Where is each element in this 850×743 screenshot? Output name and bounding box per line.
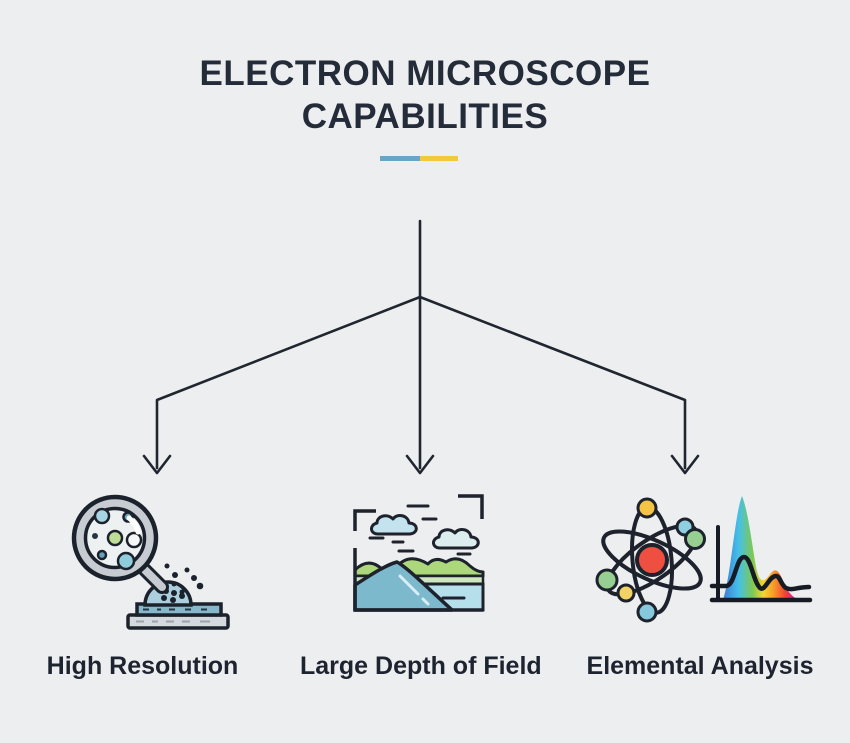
page-title-line1: ELECTRON MICROSCOPE xyxy=(199,54,651,93)
title-divider xyxy=(380,156,458,161)
arrow-left-head xyxy=(142,454,172,475)
particle-dots xyxy=(164,563,204,595)
arrow-center-head xyxy=(405,454,435,475)
page-title: ELECTRON MICROSCOPE CAPABILITIES xyxy=(0,52,850,138)
landscape-photo-icon xyxy=(353,494,485,612)
lens-highlight xyxy=(126,515,141,535)
arrow-left-line xyxy=(155,295,422,470)
magnifier-specimen-icon xyxy=(71,494,230,630)
arrow-right-head xyxy=(670,454,700,475)
atom-spectrum-icon xyxy=(595,496,813,623)
cloud-left xyxy=(370,514,418,536)
spectrum-curve xyxy=(709,554,812,592)
atom-symbol xyxy=(595,497,706,623)
spectrum-chart xyxy=(709,496,813,603)
page-title-line2: CAPABILITIES xyxy=(301,97,549,136)
branch-label-high-resolution: High Resolution xyxy=(46,652,239,680)
specimen-stage xyxy=(126,580,230,630)
divider-blue-segment xyxy=(380,156,420,161)
bracket-top-right xyxy=(458,494,484,519)
magnifier-handle xyxy=(138,563,169,594)
branch-label-large-depth-of-field: Large Depth of Field xyxy=(300,652,542,680)
spectrum-peaks xyxy=(723,496,801,600)
nucleus xyxy=(635,543,669,577)
sky-dashes xyxy=(368,504,472,556)
mountain xyxy=(353,560,454,612)
electrons xyxy=(595,497,706,623)
magnifier-lens xyxy=(71,494,159,582)
branch-label-elemental-analysis: Elemental Analysis xyxy=(586,652,814,680)
divider-yellow-segment xyxy=(420,156,458,161)
bracket-top-left xyxy=(353,509,376,531)
photo-frame xyxy=(353,548,483,612)
arrow-right-line xyxy=(418,295,687,470)
cloud-right xyxy=(432,528,480,550)
